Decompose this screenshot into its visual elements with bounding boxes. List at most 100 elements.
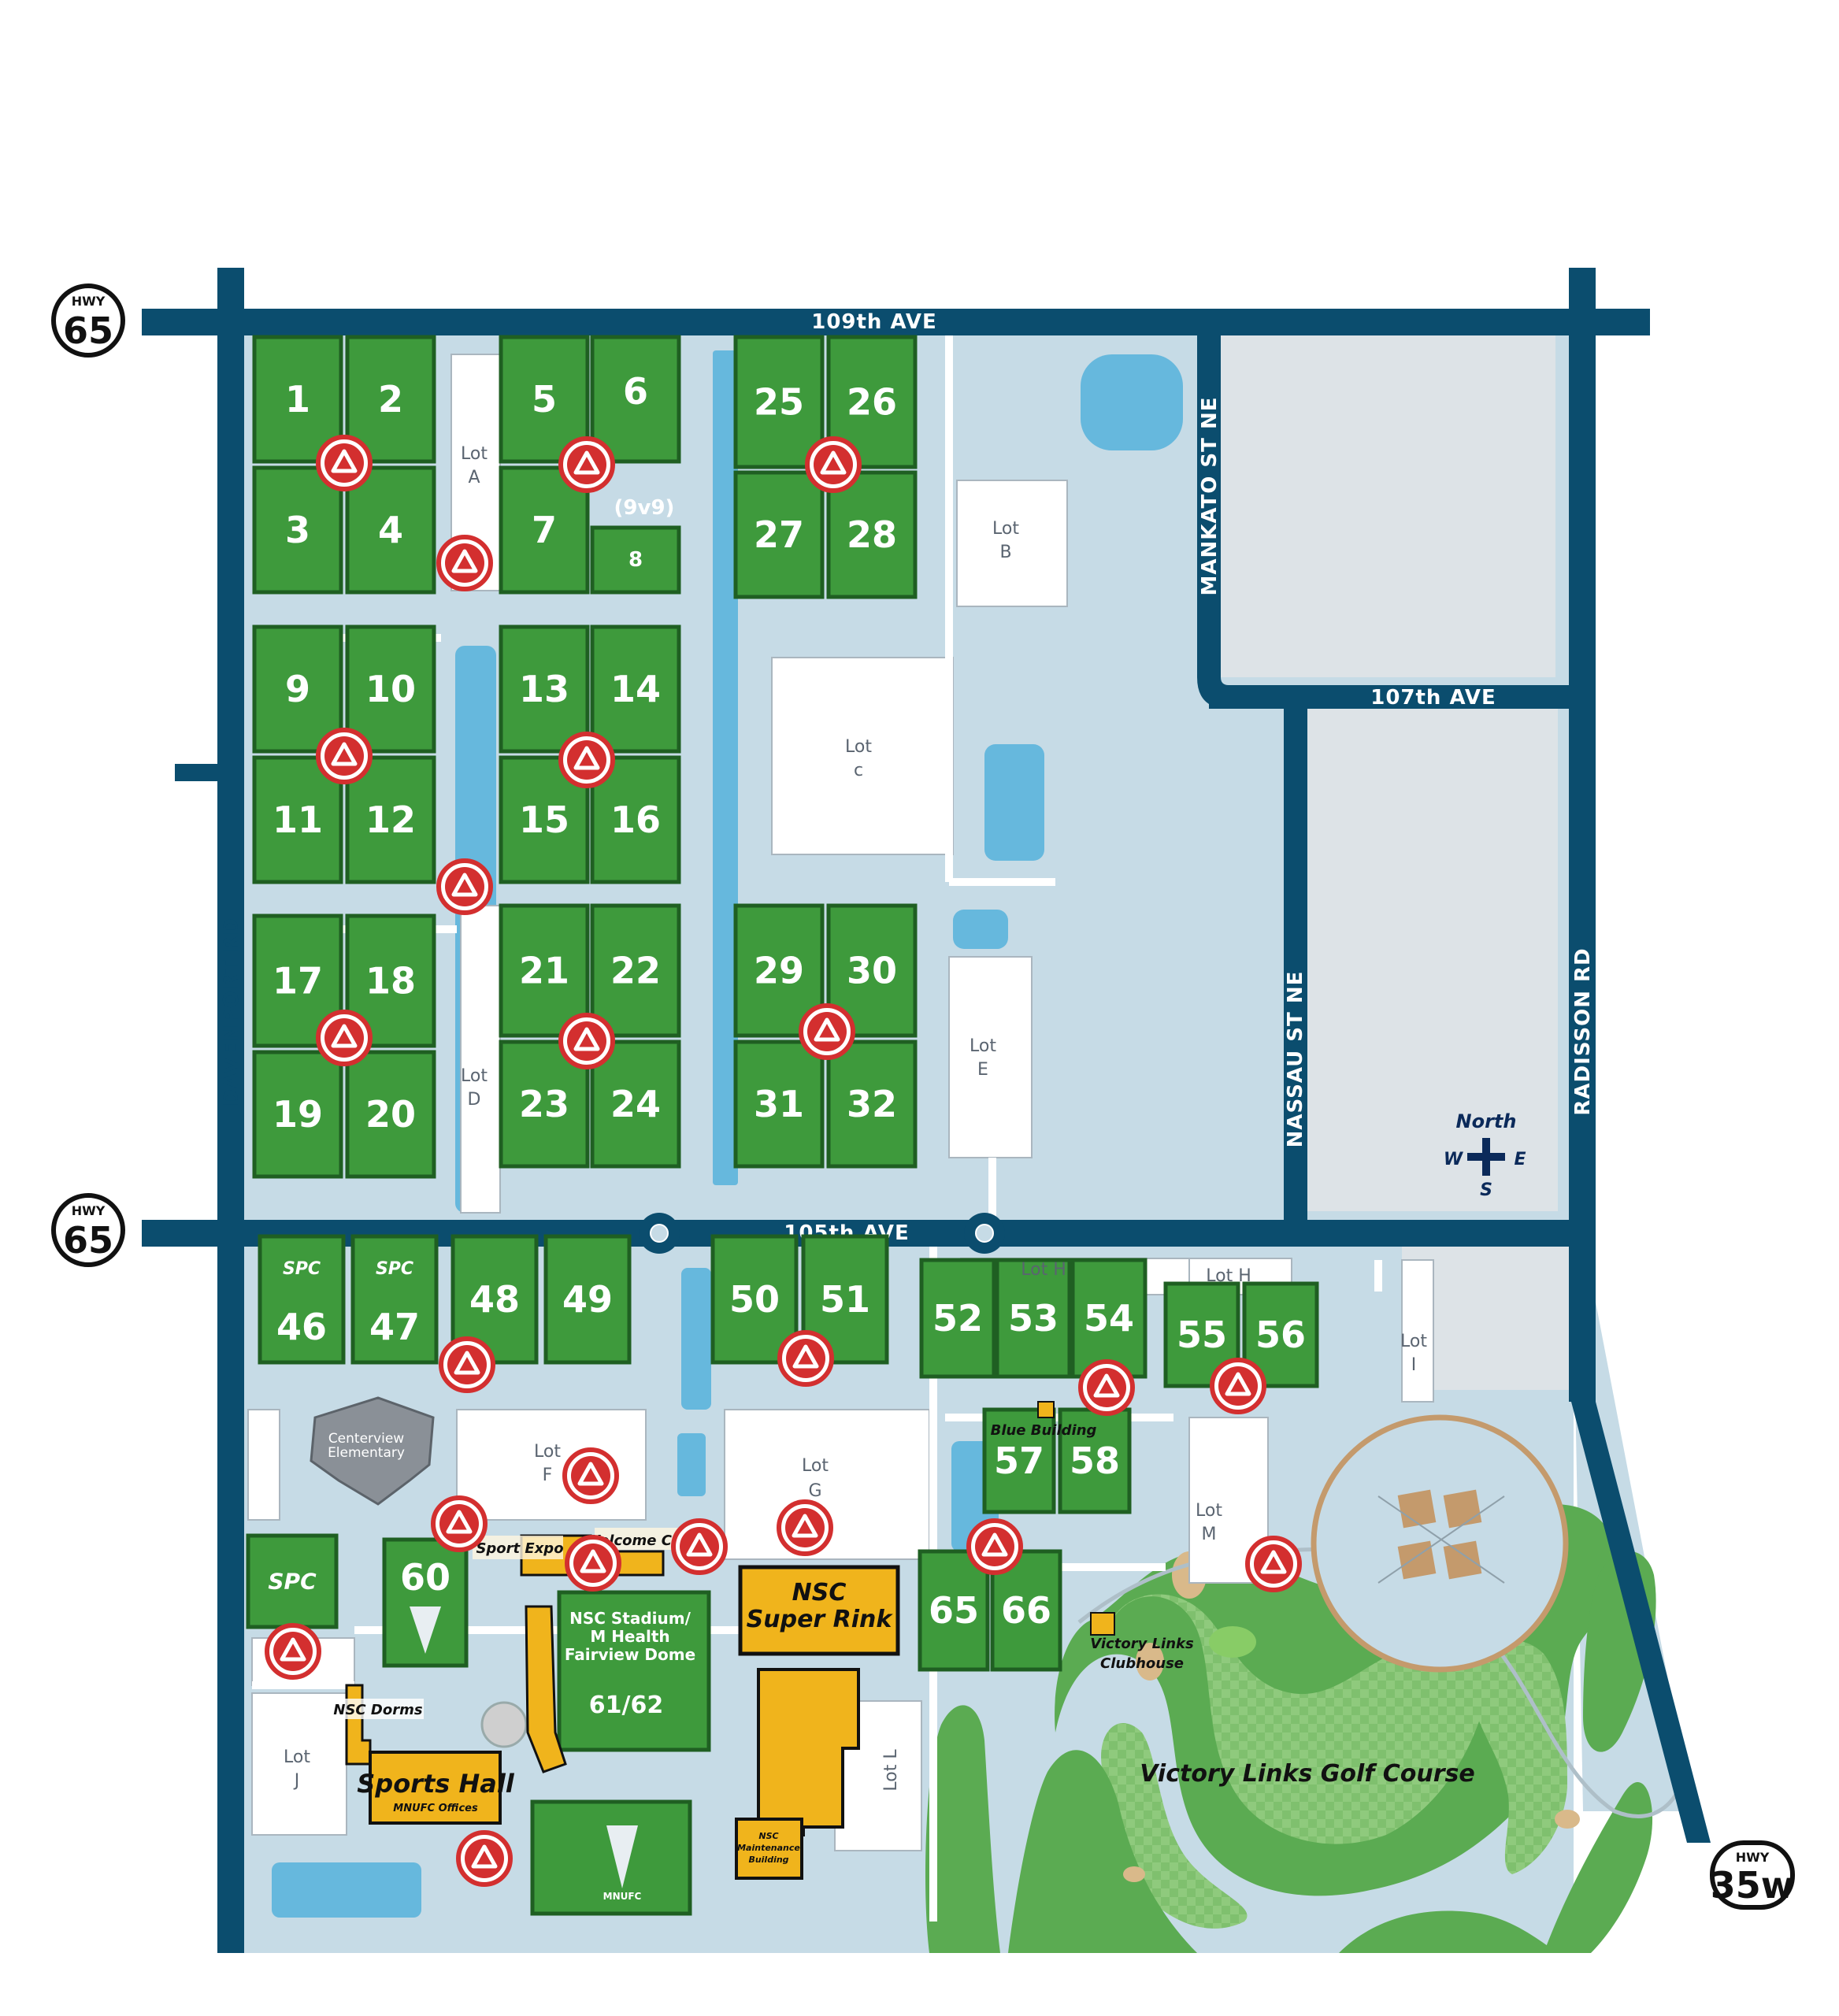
nsc-dorms-label: NSC Dorms — [333, 1702, 422, 1718]
field-label-56: 56 — [1255, 1314, 1306, 1356]
field-label-19: 19 — [273, 1093, 323, 1136]
lot-g-label: Lot — [802, 1456, 829, 1476]
super-rink-label-1: NSC — [792, 1579, 847, 1606]
field-label-5: 5 — [532, 378, 557, 421]
field-57: 57 — [982, 1407, 1056, 1514]
recycling-icon — [558, 1013, 615, 1069]
road-davenport — [217, 268, 244, 1953]
field-label-26: 26 — [847, 381, 897, 424]
compass-east: E — [1514, 1150, 1526, 1169]
golf-course-label: Victory Links Golf Course — [1140, 1760, 1475, 1788]
field-label-55: 55 — [1177, 1314, 1227, 1356]
nsc-maintenance-building — [735, 1818, 803, 1880]
lot-i-label: Lot — [1400, 1332, 1427, 1351]
label-107th-ave: 107th AVE — [1370, 686, 1496, 710]
field-52: 52 — [919, 1258, 996, 1379]
label-109th-ave: 109th AVE — [811, 310, 937, 334]
gray-land-east — [1300, 707, 1558, 1211]
lot-j-label: Lot — [284, 1747, 310, 1767]
lot-b-label: Lot — [992, 519, 1019, 539]
field-label-51: 51 — [820, 1278, 870, 1321]
lot-b — [956, 480, 1068, 607]
field-label-2: 2 — [378, 378, 403, 421]
nsc-stadium-dome — [557, 1590, 711, 1752]
lot-m-letter: M — [1202, 1525, 1217, 1544]
field-label-32: 32 — [847, 1083, 897, 1125]
field-label-49: 49 — [562, 1278, 613, 1321]
lot-d — [460, 905, 501, 1214]
recycling-icon — [316, 728, 373, 784]
stadium-fields-label: 61/62 — [589, 1692, 663, 1719]
field-6: 6 — [590, 335, 681, 464]
field-label-52: 52 — [932, 1297, 983, 1340]
centerview-label-1: Centerview — [328, 1431, 404, 1447]
field-label-14: 14 — [610, 668, 661, 710]
label-radisson-rd: RADISSON RD — [1571, 947, 1595, 1115]
field-label-27: 27 — [754, 513, 804, 556]
maintenance-label-2: Maintenance — [737, 1843, 800, 1853]
field-label-23: 23 — [519, 1083, 569, 1125]
recycling-icon — [456, 1830, 513, 1887]
field-24: 24 — [590, 1040, 681, 1169]
recycling-icon — [316, 1010, 373, 1066]
field-17: 17 — [252, 914, 343, 1048]
lot-c-label: Lot — [845, 737, 872, 757]
recycling-stations — [265, 435, 1302, 1887]
field-label-28: 28 — [847, 513, 897, 556]
baseball-complex — [1311, 1414, 1569, 1673]
svg-text:HWY: HWY — [72, 1203, 106, 1218]
stadium-label-2: M Health — [590, 1627, 669, 1646]
recycling-icon — [777, 1330, 834, 1387]
lot-f-label: Lot — [534, 1442, 561, 1462]
svg-text:35w: 35w — [1711, 1864, 1795, 1907]
field-21: 21 — [499, 903, 590, 1038]
field-label-48: 48 — [469, 1278, 520, 1321]
blue-building — [1037, 1401, 1055, 1418]
field-label-29: 29 — [754, 950, 804, 992]
field-label-24: 24 — [610, 1083, 661, 1125]
super-rink-annex — [757, 1668, 860, 1836]
field-7: 7 — [499, 465, 590, 595]
svg-text:65: 65 — [63, 309, 113, 352]
svg-text:65: 65 — [63, 1219, 113, 1262]
field-9: 9 — [252, 624, 343, 754]
field-label-50: 50 — [729, 1278, 780, 1321]
sports-hall — [369, 1751, 502, 1825]
recycling-icon — [799, 1003, 855, 1060]
field-label-3: 3 — [285, 509, 310, 551]
compass-south: S — [1480, 1180, 1492, 1200]
field-label-21: 21 — [519, 950, 569, 992]
recycling-icon — [565, 1535, 621, 1592]
field-label-58: 58 — [1070, 1440, 1120, 1482]
road-35w — [1571, 1402, 1711, 1843]
sports-hall-sub-label: MNUFC Offices — [393, 1803, 478, 1814]
field-label-18: 18 — [365, 960, 416, 1002]
field-label-53: 53 — [1008, 1297, 1059, 1340]
field-30: 30 — [826, 903, 918, 1038]
spc-logo: SPC — [268, 1569, 317, 1595]
field-56: 56 — [1242, 1281, 1319, 1388]
mnufc-logo-shape — [410, 1606, 441, 1654]
recycling-icon — [265, 1623, 321, 1680]
field-label-12: 12 — [365, 799, 416, 841]
lot-left-strip — [247, 1409, 280, 1521]
field-label-30: 30 — [847, 950, 897, 992]
stadium-label-1: NSC Stadium/ — [569, 1609, 691, 1628]
label-mankato-st: MANKATO ST NE — [1198, 397, 1222, 596]
recycling-icon — [1078, 1359, 1135, 1416]
maintenance-label-1: NSC — [758, 1831, 778, 1841]
lot-d-letter: D — [468, 1090, 481, 1110]
recycling-icon — [1210, 1358, 1266, 1414]
clubhouse-label-2: Clubhouse — [1100, 1655, 1184, 1672]
lot-f — [456, 1409, 647, 1521]
recycling-icon — [562, 1447, 619, 1504]
field-label-4: 4 — [378, 509, 403, 551]
victory-links-clubhouse — [1090, 1612, 1115, 1636]
field-label-6: 6 — [623, 370, 648, 413]
stadium-stand — [525, 1605, 567, 1773]
field-label-16: 16 — [610, 799, 661, 841]
